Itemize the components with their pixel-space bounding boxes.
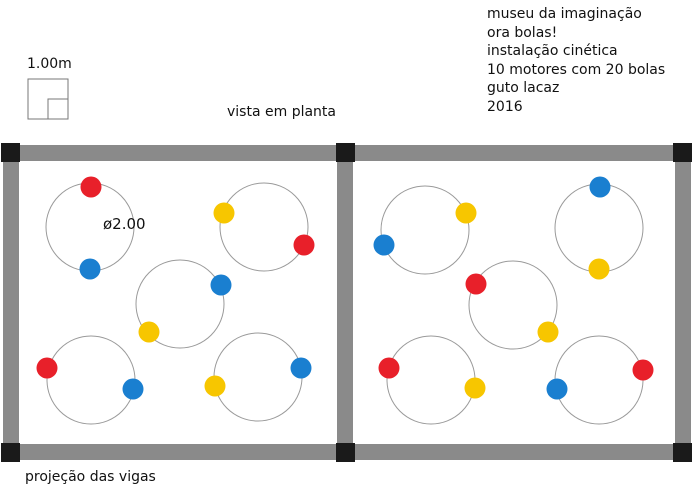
motor-1 (45, 176, 135, 280)
column (673, 143, 692, 162)
info-line-author: guto lacaz (487, 80, 560, 97)
info-line-museum: museu da imaginação (487, 6, 642, 22)
ball-blue (589, 176, 611, 198)
column (1, 143, 20, 162)
columns (1, 143, 692, 462)
motor-path-circle (219, 182, 309, 272)
beam-frame (3, 145, 691, 460)
motor-4 (36, 335, 144, 425)
diameter-label: ø2.00 (103, 215, 146, 233)
ball-red (80, 176, 102, 198)
beam-projection-label: projeção das vigas (25, 469, 156, 485)
ball-blue (122, 378, 144, 400)
ball-blue (210, 274, 232, 296)
ball-blue (290, 357, 312, 379)
ball-yellow (455, 202, 477, 224)
info-line-year: 2016 (487, 98, 523, 115)
motor-5 (204, 332, 312, 422)
beam-right (675, 145, 691, 460)
ball-yellow (204, 375, 226, 397)
project-info: museu da imaginação ora bolas! instalaçã… (487, 5, 665, 117)
info-line-type: instalação cinética (487, 43, 618, 60)
ball-yellow (588, 258, 610, 280)
ball-blue (546, 378, 568, 400)
motor-9 (378, 335, 486, 425)
ball-yellow (464, 377, 486, 399)
motor-path-circle (213, 332, 303, 422)
motor-path-circle (380, 185, 470, 275)
column (673, 443, 692, 462)
motor-6 (373, 185, 477, 275)
motor-7 (554, 176, 644, 280)
scale-reference (27, 78, 69, 120)
motor-path-circle (554, 335, 644, 425)
ball-blue (373, 234, 395, 256)
motor-path-circle (386, 335, 476, 425)
info-line-title: ora bolas! (487, 24, 558, 41)
ball-yellow (138, 321, 160, 343)
beam-middle (337, 145, 353, 460)
info-line-count: 10 motores com 20 bolas (487, 61, 666, 78)
scale-inner-square (47, 98, 69, 120)
column (1, 443, 20, 462)
ball-yellow (213, 202, 235, 224)
motor-2 (213, 182, 315, 272)
motors-layer (36, 176, 654, 425)
ball-red (632, 359, 654, 381)
column (336, 443, 355, 462)
column (336, 143, 355, 162)
beam-left (3, 145, 19, 460)
ball-red (465, 273, 487, 295)
motor-path-circle (135, 259, 225, 349)
ball-yellow (537, 321, 559, 343)
ball-red (293, 234, 315, 256)
motor-3 (135, 259, 232, 349)
motor-path-circle (46, 335, 136, 425)
motor-10 (546, 335, 654, 425)
view-label: vista em planta (227, 104, 336, 120)
motor-8 (465, 260, 559, 350)
ball-red (36, 357, 58, 379)
ball-red (378, 357, 400, 379)
scale-label: 1.00m (27, 56, 72, 72)
ball-blue (79, 258, 101, 280)
motor-path-circle (468, 260, 558, 350)
